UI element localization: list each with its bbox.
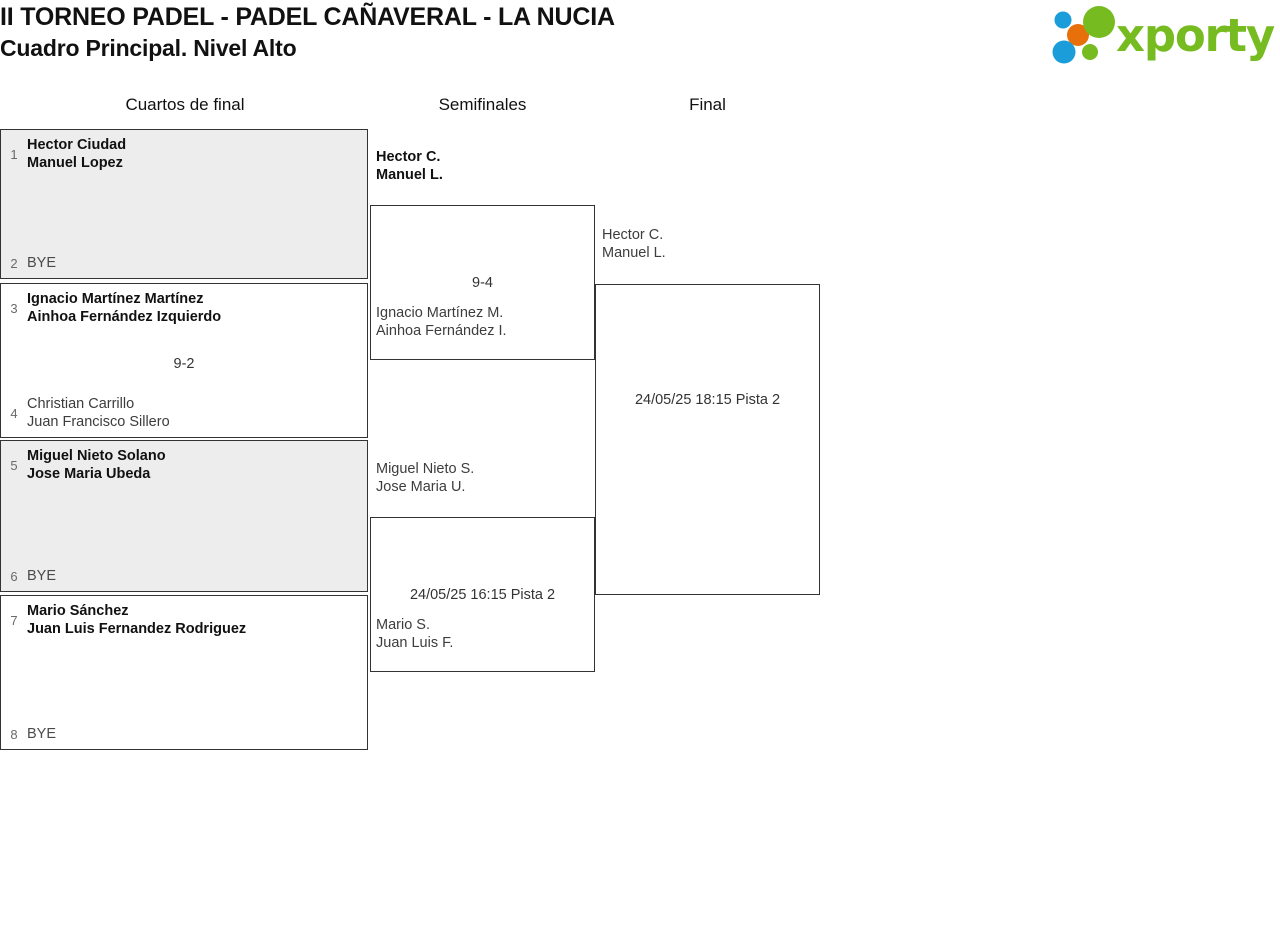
player-name-2: Manuel Lopez [27, 155, 123, 171]
round-header-semifinals: Semifinales [438, 95, 527, 114]
player-name-1: Christian Carrillo [27, 396, 135, 412]
match-block-sf-2[interactable]: 24/05/25 16:15 Pista 2 [370, 517, 595, 672]
team-slot-seed-4[interactable]: 4 Christian Carrillo Juan Francisco Sill… [1, 395, 170, 431]
team-names: Ignacio Martínez Martínez Ainhoa Fernánd… [27, 290, 221, 326]
bye-label: BYE [27, 568, 57, 584]
page-header: II TORNEO PADEL - PADEL CAÑAVERAL - LA N… [0, 0, 1280, 75]
player-name-2: Manuel L. [602, 245, 666, 261]
player-name-2: Juan Luis Fernandez Rodriguez [27, 621, 247, 637]
xporty-dots-icon [1052, 6, 1115, 64]
player-name-1: Mario S. [376, 617, 430, 633]
match-schedule: 24/05/25 16:15 Pista 2 [409, 586, 556, 603]
team-slot-seed-8[interactable]: 8 BYE [1, 725, 56, 743]
bye-label: BYE [27, 726, 57, 742]
player-name-1: Miguel Nieto Solano [27, 448, 166, 464]
player-name-2: Juan Luis F. [376, 635, 454, 651]
player-name-2: Jose Maria Ubeda [27, 466, 151, 482]
tournament-name: II TORNEO PADEL - PADEL CAÑAVERAL - LA N… [0, 3, 615, 31]
seed-number: 8 [10, 726, 18, 742]
team-slot-seed-1[interactable]: 1 Hector Ciudad Manuel Lopez [1, 136, 126, 172]
player-name-1: Miguel Nieto S. [376, 461, 475, 477]
player-name-1: Mario Sánchez [27, 603, 129, 619]
seed-number: 7 [10, 612, 18, 628]
seed-number: 5 [10, 457, 18, 473]
sf1-team-top[interactable]: Hector C. Manuel L. [376, 148, 443, 184]
final-team-top[interactable]: Hector C. Manuel L. [602, 226, 666, 262]
match-block-sf-1[interactable]: 9-4 [370, 205, 595, 360]
team-names: Christian Carrillo Juan Francisco Siller… [27, 395, 170, 431]
seed-number: 3 [10, 300, 18, 316]
sf2-team-bottom[interactable]: Mario S. Juan Luis F. [376, 616, 453, 652]
round-header-quarterfinals: Cuartos de final [125, 95, 245, 114]
match-score: 9-4 [472, 274, 493, 291]
team-slot-seed-6[interactable]: 6 BYE [1, 567, 56, 585]
player-name-2: Manuel L. [376, 167, 443, 183]
xporty-logo[interactable]: xporty [1050, 4, 1278, 68]
tournament-title-block: II TORNEO PADEL - PADEL CAÑAVERAL - LA N… [0, 2, 980, 64]
seed-number: 4 [10, 405, 18, 421]
sf2-team-top[interactable]: Miguel Nieto S. Jose Maria U. [376, 460, 474, 496]
player-name-2: Jose Maria U. [376, 479, 466, 495]
player-name-1: Hector C. [376, 149, 441, 165]
player-name-1: Ignacio Martínez Martínez [27, 291, 204, 307]
team-names: Miguel Nieto Solano Jose Maria Ubeda [27, 447, 166, 483]
seed-number: 2 [10, 255, 18, 271]
player-name-1: Ignacio Martínez M. [376, 305, 504, 321]
bye-label: BYE [27, 255, 57, 271]
player-name-1: Hector Ciudad [27, 137, 127, 153]
team-slot-seed-3[interactable]: 3 Ignacio Martínez Martínez Ainhoa Ferná… [1, 290, 221, 326]
player-name-2: Ainhoa Fernández Izquierdo [27, 309, 222, 325]
match-score: 9-2 [173, 356, 195, 372]
match-block-qf-4[interactable]: 7 Mario Sánchez Juan Luis Fernandez Rodr… [0, 595, 368, 750]
player-name-1: Hector C. [602, 227, 664, 243]
round-header-final: Final [689, 95, 726, 114]
sf1-team-bottom[interactable]: Ignacio Martínez M. Ainhoa Fernández I. [376, 304, 507, 340]
final-match-schedule: 24/05/25 18:15 Pista 2 [634, 392, 781, 408]
team-slot-seed-7[interactable]: 7 Mario Sánchez Juan Luis Fernandez Rodr… [1, 602, 246, 638]
team-names: Mario Sánchez Juan Luis Fernandez Rodrig… [27, 602, 246, 638]
player-name-2: Juan Francisco Sillero [27, 414, 170, 430]
draw-subtitle: Cuadro Principal. Nivel Alto [0, 35, 297, 61]
seed-number: 1 [10, 146, 18, 162]
team-names: Hector Ciudad Manuel Lopez [27, 136, 126, 172]
match-block-qf-1[interactable]: 1 Hector Ciudad Manuel Lopez 2 BYE [0, 129, 368, 279]
match-block-qf-3[interactable]: 5 Miguel Nieto Solano Jose Maria Ubeda 6… [0, 440, 368, 592]
player-name-2: Ainhoa Fernández I. [376, 323, 507, 339]
team-slot-seed-5[interactable]: 5 Miguel Nieto Solano Jose Maria Ubeda [1, 447, 166, 483]
team-slot-seed-2[interactable]: 2 BYE [1, 254, 56, 272]
xporty-wordmark: xporty [1116, 9, 1275, 62]
seed-number: 6 [10, 568, 18, 584]
match-block-final[interactable] [595, 284, 820, 595]
match-block-qf-2[interactable]: 3 Ignacio Martínez Martínez Ainhoa Ferná… [0, 283, 368, 438]
